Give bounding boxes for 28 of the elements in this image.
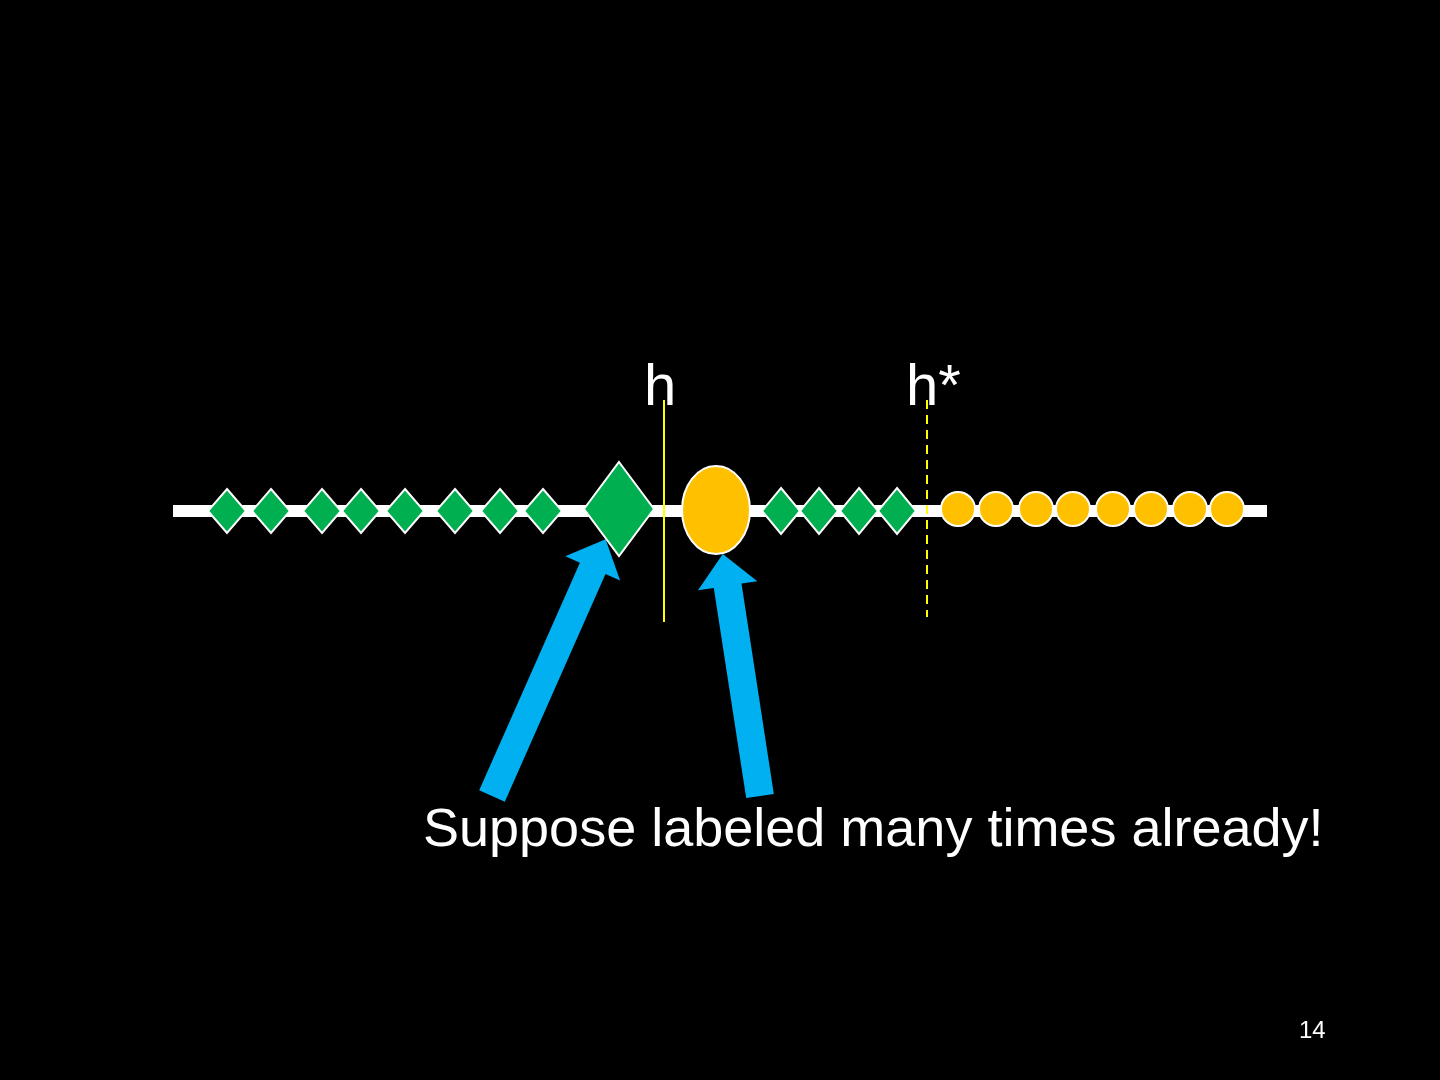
diamond-marker	[799, 487, 839, 535]
circle-marker	[1055, 491, 1091, 527]
circle-marker	[1095, 491, 1131, 527]
diamond-marker	[207, 488, 247, 534]
diamond-marker	[761, 487, 801, 535]
arrow	[479, 539, 621, 802]
diamond-marker	[877, 487, 917, 535]
circle-marker	[940, 491, 976, 527]
diamond-marker	[839, 487, 879, 535]
circle-marker	[978, 491, 1014, 527]
diamond-marker	[480, 488, 520, 534]
diamond-marker	[251, 488, 291, 534]
diamond-marker	[583, 461, 655, 557]
circle-marker	[1133, 491, 1169, 527]
diamond-marker	[341, 488, 381, 534]
oval-marker	[681, 465, 751, 555]
threshold-label: h*	[906, 356, 961, 414]
diamond-marker	[302, 488, 342, 534]
diamond-marker	[523, 488, 563, 534]
circle-marker	[1018, 491, 1054, 527]
diamond-marker	[385, 488, 425, 534]
threshold-label: h	[644, 356, 677, 414]
circle-marker	[1172, 491, 1208, 527]
arrow	[698, 554, 774, 799]
page-number: 14	[1299, 1018, 1326, 1042]
circle-marker	[1209, 491, 1245, 527]
diamond-marker	[435, 488, 475, 534]
note-text: Suppose labeled many times already!	[423, 796, 1324, 859]
